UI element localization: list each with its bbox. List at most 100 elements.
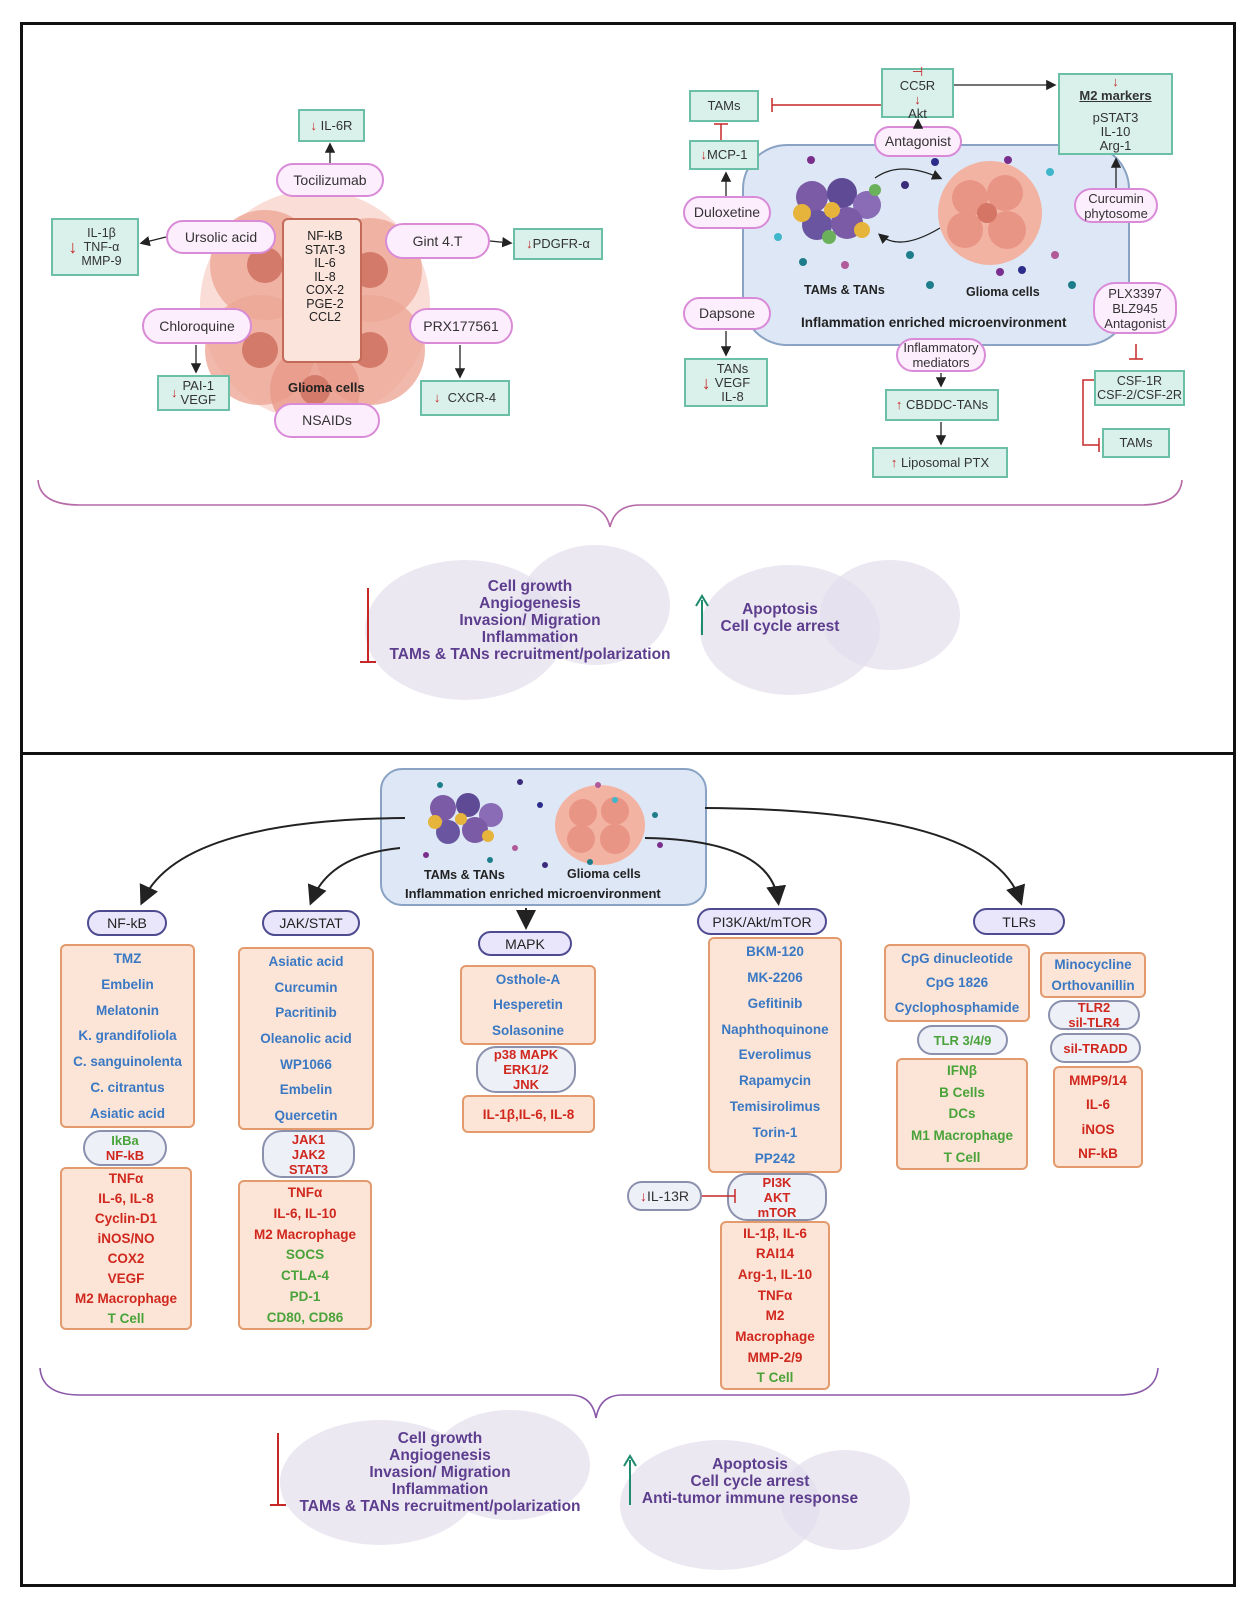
glioma-cells-label-b: Glioma cells [567,867,641,881]
nfkb-drug-box: TMZ Embelin Melatonin K. grandifoliola C… [60,944,195,1128]
mapk-effects: IL-1β,IL-6, IL-8 [462,1095,595,1133]
marker-il8: IL-8 [314,269,336,284]
nfkb-title: NF-kB [87,910,167,936]
nfkb-drug-5: C. citrantus [90,1079,165,1095]
panel-b-outcome-down: Cell growth Angiogenesis Invasion/ Migra… [299,1430,581,1515]
tams-tans-label: TAMs & TANs [804,283,885,297]
outcome-blob [820,560,960,670]
marker-pge2: PGE-2 [306,296,344,311]
il6r-label: IL-6R [320,117,353,133]
pdgfr-label: PDGFR-α [532,236,590,251]
m2-pstat3: pSTAT3 [1092,110,1139,125]
marker-ccl2: CCL2 [309,310,341,324]
liposomal-ptx-box: ↑ Liposomal PTX [872,447,1008,478]
glioma-cells-label-right: Glioma cells [966,285,1040,299]
target-tnfa: TNF-α [83,240,120,254]
mcp1-label: MCP-1 [707,147,748,162]
tams-tans-illustration [787,175,887,250]
sil-tradd-pill: sil-TRADD [1050,1033,1141,1063]
target-mmp9: MMP-9 [81,254,122,268]
pi3k-mediators: PI3K AKT mTOR [727,1173,827,1221]
m2-il10: IL-10 [1100,124,1131,139]
liposomal-label: Liposomal PTX [900,454,990,470]
panel-b-outcome-up: Apoptosis Cell cycle arrest Anti-tumor i… [641,1456,859,1507]
tlr349-pill: TLR 3/4/9 [917,1025,1008,1055]
mcp1-box: ↓MCP-1 [689,140,759,170]
nsaids-pill: NSAIDs [274,403,380,438]
tlrs-effects-left: IFNβ B Cells DCs M1 Macrophage T Cell [896,1058,1028,1170]
chloroquine-pill: Chloroquine [142,308,252,344]
marker-nfkb: NF-kB [307,229,343,243]
glioma-cells-label: Glioma cells [288,380,365,395]
mapk-title: MAPK [478,931,572,956]
glioma-cells-illustration-b [553,783,648,868]
tams-tans-label-b: TAMs & TANs [424,868,505,882]
ursolic-acid-pill: Ursolic acid [166,220,276,254]
nfkb-drug-4: C. sanguinolenta [73,1054,182,1070]
tlrs-title: TLRs [973,908,1065,935]
tams-tans-illustration-b [423,790,508,850]
glioma-cells-illustration [935,158,1045,268]
mapk-drug-box: Osthole-A Hesperetin Solasonine [460,965,596,1045]
outcome-blob [430,1410,590,1520]
outcome-blob [780,1450,910,1550]
gint-pill: Gint 4.T [385,223,490,259]
jakstat-mediators: JAK1 JAK2 STAT3 [262,1130,355,1178]
cc5r-label: CC5R [899,78,936,93]
jakstat-drug-box: Asiatic acid Curcumin Pacritinib Oleanol… [238,947,374,1130]
nfkb-drug-1: Embelin [101,977,154,993]
cbddc-tans-box: ↑ CBDDC-TANs [885,389,999,421]
tams-top-box: TAMs [689,90,759,122]
target-vegf-r: VEGF [714,374,751,390]
target-vegf: VEGF [180,392,216,407]
target-il8: IL-8 [721,388,744,404]
outcome-blob [520,545,670,665]
center-marker-list: NF-kB STAT-3 IL-6 IL-8 COX-2 PGE-2 CCL2 [290,229,360,325]
target-tans: TANs [716,360,749,376]
jakstat-effects: TNFα IL-6, IL-10 M2 Macrophage SOCS CTLA… [238,1180,372,1330]
prx177561-pill: PRX177561 [409,308,513,344]
microenvironment-label-b: Inflammation enriched microenvironment [405,886,661,901]
nfkb-mediators: IkBa NF-kB [83,1130,167,1166]
marker-cox2: COX-2 [305,283,345,297]
tlrs-drug-box-right: Minocycline Orthovanillin [1040,952,1146,998]
m2-arg1: Arg-1 [1099,138,1132,153]
pi3k-drug-box: BKM-120 MK-2206 Gefitinib Naphthoquinone… [708,937,842,1173]
pdgfr-box: ↓PDGFR-α [513,228,603,260]
akt-label: Akt [908,106,927,121]
il6r-box: ↓ IL-6R [298,109,365,142]
tlrs-drug-box-left: CpG dinucleotide CpG 1826 Cyclophosphami… [884,944,1030,1022]
il13r-pill: ↓IL-13R [627,1181,702,1211]
marker-il6: IL-6 [314,256,336,270]
mapk-mediators: p38 MAPK ERK1/2 JNK [476,1046,576,1093]
cxcr4-box: ↓ CXCR-4 [420,380,510,416]
panel-a-outcome-up: Apoptosis Cell cycle arrest [720,601,840,635]
pi3k-effects: IL-1β, IL-6 RAI14 Arg-1, IL-10 TNFα M2 M… [720,1221,830,1390]
antagonist-pill: Antagonist [874,126,962,157]
tams-bottom-box: TAMs [1102,428,1170,458]
nfkb-med-1: NF-kB [105,1148,145,1163]
nfkb-drug-0: TMZ [113,951,142,967]
center-marker-box [282,218,362,363]
nfkb-drug-6: Asiatic acid [89,1105,166,1121]
cc5r-akt-box: ⊣ CC5R↓ Akt [881,65,954,121]
cbddc-label: CBDDC-TANs [906,397,989,412]
tlrs-effects-right: MMP9/14 IL-6 iNOS NF-kB [1053,1066,1143,1168]
tocilizumab-pill: Tocilizumab [276,163,384,197]
marker-stat3: STAT-3 [304,242,346,257]
m2-markers-box: ↓ M2 markers pSTAT3 IL-10 Arg-1 [1058,73,1173,155]
nfkb-med-0: IkBa [111,1133,139,1148]
nfkb-effects: TNFα IL-6, IL-8 Cyclin-D1 iNOS/NO COX2 V… [60,1167,192,1330]
panel-a-outcome-down: Cell growth Angiogenesis Invasion/ Migra… [389,578,671,663]
cxcr4-label: CXCR-4 [447,390,497,405]
duloxetine-pill: Duloxetine [683,196,771,229]
jakstat-title: JAK/STAT [262,910,360,936]
tlr2-pill: TLR2 sil-TLR4 [1048,1000,1140,1030]
